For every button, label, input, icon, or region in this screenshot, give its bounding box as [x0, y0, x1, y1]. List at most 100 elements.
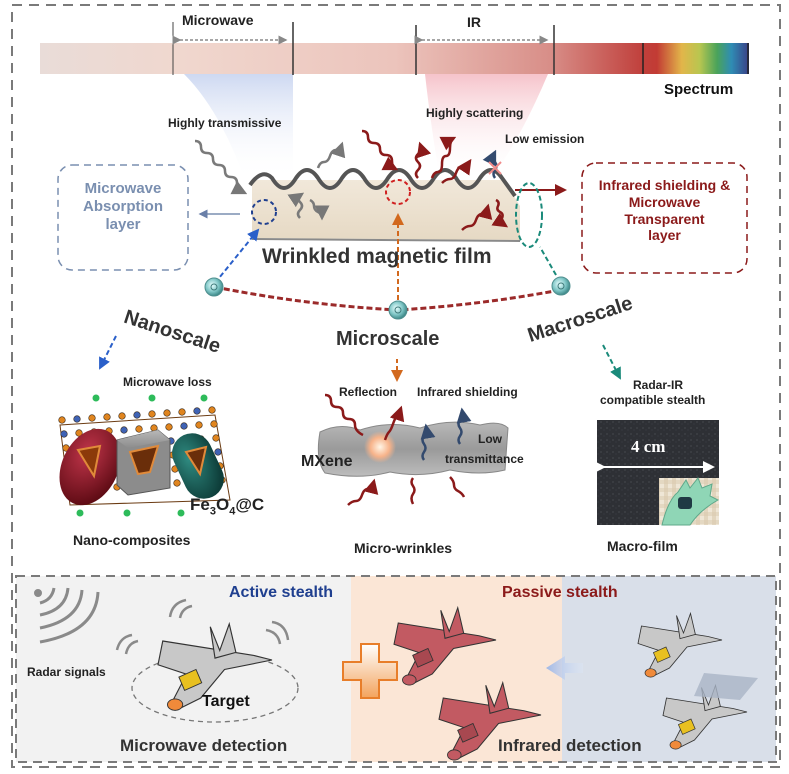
nano-bead-hole: [210, 283, 218, 291]
low-emission-label: Low emission: [505, 132, 585, 146]
absorption-layer-label: Microwave Absorption layer: [58, 180, 188, 234]
target-jet-1: [637, 611, 723, 678]
macro-bead: [551, 276, 571, 296]
reflection-label: Reflection: [339, 385, 398, 399]
microwave-detection-label: Microwave detection: [120, 736, 288, 755]
ir-jet-2: [438, 680, 542, 761]
plus-icon: [342, 643, 398, 699]
formula-fe: Fe: [190, 495, 210, 514]
lattice-atom: [73, 415, 81, 423]
transmissive-wave-in: [194, 139, 248, 195]
compatible-stealth-label: compatible stealth: [600, 393, 706, 407]
mxene-graphic: [317, 393, 509, 506]
macro-connector-down: [602, 344, 621, 380]
macro-film-photo: [594, 420, 720, 526]
lattice-atom: [120, 426, 128, 434]
lattice-atom: [135, 425, 143, 433]
nano-connector-down: [99, 335, 117, 370]
lattice-atom: [148, 410, 156, 418]
functional-group-atom: [200, 394, 208, 402]
micro-wrinkles-caption: Micro-wrinkles: [354, 540, 453, 556]
lattice-atom: [208, 406, 216, 414]
lattice-atom: [58, 416, 66, 424]
bottom-wave-1: [347, 478, 379, 506]
bottom-frame: [15, 575, 777, 763]
internal-red-wave-up: [461, 203, 493, 231]
passive-stealth-label: Passive stealth: [502, 584, 618, 601]
nano-connector-up: [214, 228, 260, 284]
lattice-atom: [212, 434, 220, 442]
lattice-atom: [118, 412, 126, 420]
lattice-atom: [60, 430, 68, 438]
lattice-atom: [103, 413, 111, 421]
lattice-atom: [165, 423, 173, 431]
ir-blocked-wave-1: [420, 423, 436, 461]
nano-focus-circle: [251, 199, 277, 225]
internal-red-wave-down: [491, 198, 509, 228]
functional-group-atom: [148, 394, 156, 402]
nano-composite-graphic: [58, 394, 231, 517]
radar-echo-waves: [115, 598, 290, 655]
formula-sub-3: 3: [209, 505, 216, 518]
highly-scattering-label: Highly scattering: [426, 106, 524, 120]
absorption-line-1: Microwave: [84, 180, 162, 197]
transition-arrow: [546, 656, 583, 680]
lattice-atom: [88, 414, 96, 422]
transmittance-label: transmittance: [445, 452, 524, 466]
ir-beam: [425, 74, 548, 180]
ir-blocked-wave-2: [456, 407, 472, 445]
lattice-atom: [163, 409, 171, 417]
lattice-atom: [178, 408, 186, 416]
nano-composites-caption: Nano-composites: [73, 532, 191, 548]
red-capsule-core: [76, 444, 102, 479]
formula-o: O: [215, 495, 230, 514]
lattice-atom: [214, 448, 222, 456]
target-ellipse: [131, 653, 299, 723]
outer-frame: [11, 4, 781, 768]
functional-group-atom: [177, 509, 185, 517]
shielding-layer-box: [581, 162, 748, 274]
scattering-wave-up-3: [441, 158, 472, 184]
radar-signals-label: Radar signals: [27, 665, 106, 679]
macro-film-caption: Macro-film: [607, 538, 678, 554]
microwave-loss-label: Microwave loss: [123, 375, 212, 389]
active-target-jet: [157, 621, 273, 711]
film-title: Wrinkled magnetic film: [262, 245, 492, 268]
spectrum-bar: [40, 43, 749, 74]
shielding-line-2: Microwave: [628, 193, 701, 210]
shielding-line-4: layer: [648, 227, 681, 244]
highly-transmissive-label: Highly transmissive: [168, 116, 282, 130]
lattice-atom: [133, 411, 141, 419]
scattering-wave-in: [361, 129, 399, 171]
radar-source-icon: [34, 587, 100, 644]
target-jet-2: [662, 683, 748, 750]
incident-wave: [324, 393, 364, 437]
lattice-atom: [210, 420, 218, 428]
bottom-wave-3: [449, 476, 466, 498]
film-substrate: [252, 180, 520, 240]
formula-sub-4: 4: [229, 505, 236, 518]
infrared-shielding-label: Infrared shielding: [417, 385, 518, 399]
absorption-layer-box: [57, 164, 189, 271]
fe3o4-c-label: Fe3O4@C: [190, 495, 264, 517]
formula-at-c: @C: [235, 495, 265, 514]
lattice-atom: [180, 422, 188, 430]
nano-bead: [204, 277, 224, 297]
ir-band-label: IR: [467, 14, 481, 30]
cube-top: [117, 430, 170, 448]
shielding-layer-label: Infrared shielding & Microwave Transpare…: [582, 177, 747, 244]
macro-connector-up: [539, 246, 561, 283]
microwave-band-label: Microwave: [182, 12, 254, 28]
active-stealth-label: Active stealth: [229, 584, 334, 601]
target-panel: [562, 576, 776, 762]
microwave-beam: [184, 74, 293, 180]
reflected-wave: [383, 405, 405, 441]
macro-bead-hole: [557, 282, 565, 290]
lattice-atom: [193, 407, 201, 415]
cube-core: [128, 444, 160, 476]
scattering-wave-up-2: [430, 136, 457, 179]
scale-chain: [214, 285, 561, 312]
scattering-wave-up-1: [414, 141, 432, 179]
ir-shadow-plane: [694, 673, 758, 700]
